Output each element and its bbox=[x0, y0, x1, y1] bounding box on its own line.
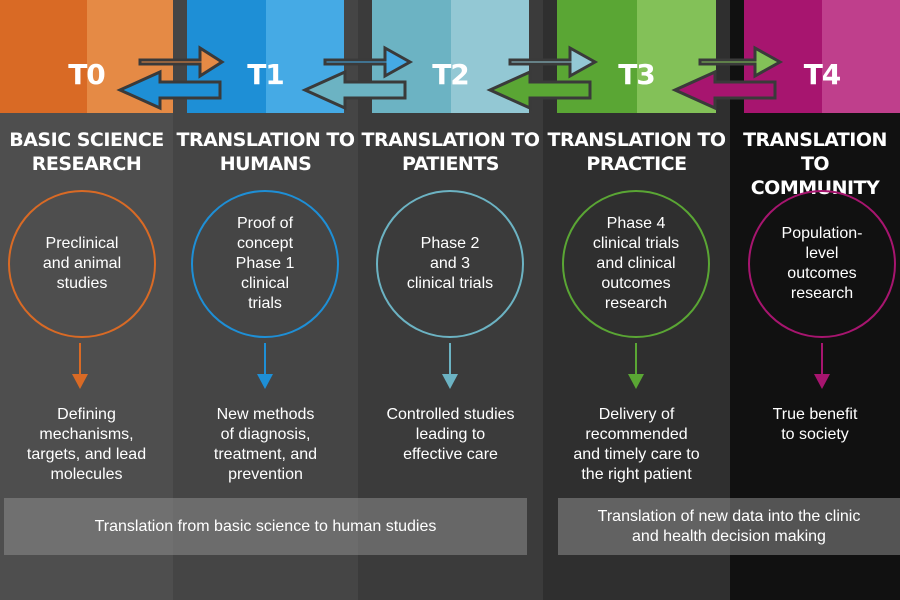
right-arrow-icon bbox=[698, 45, 784, 79]
stage-outcome: Delivery of recommended and timely care … bbox=[573, 406, 700, 483]
right-arrow-icon bbox=[138, 45, 225, 79]
stage-circle: Proof of concept Phase 1 clinical trials bbox=[191, 190, 339, 338]
double-arrow-icon-t0-t1 bbox=[116, 45, 225, 111]
down-arrow-line bbox=[264, 343, 266, 376]
stage-title: TRANSLATION TO HUMANS bbox=[176, 129, 355, 175]
down-arrow-icon bbox=[628, 374, 644, 389]
stage-label: T2 bbox=[432, 58, 470, 91]
stage-title: BASIC SCIENCE RESEARCH bbox=[9, 129, 164, 175]
stage-outcome: Controlled studies leading to effective … bbox=[386, 406, 515, 463]
stage-title: TRANSLATION TO PATIENTS bbox=[361, 129, 540, 175]
tab-dark-half bbox=[0, 0, 87, 113]
down-arrow-icon bbox=[257, 374, 273, 389]
down-arrow-line bbox=[821, 343, 823, 376]
translation-bar-data-to-clinic: Translation of new data into the clinic … bbox=[558, 498, 900, 555]
circle-text: Preclinical and animal studies bbox=[42, 235, 122, 292]
stage-tab-t4: T4 bbox=[744, 0, 900, 113]
down-arrow-icon bbox=[442, 374, 458, 389]
right-arrow-icon bbox=[508, 45, 599, 79]
stage-outcome: New methods of diagnosis, treatment, and… bbox=[213, 406, 318, 483]
down-arrow-line bbox=[449, 343, 451, 376]
stage-circle: Population- level outcomes research bbox=[748, 190, 896, 338]
stage-circle: Preclinical and animal studies bbox=[8, 190, 156, 338]
stage-outcome: Defining mechanisms, targets, and lead m… bbox=[26, 406, 147, 483]
down-arrow-icon bbox=[72, 374, 88, 389]
translation-bar-basic-to-human: Translation from basic science to human … bbox=[4, 498, 527, 555]
stage-label: T0 bbox=[68, 58, 106, 91]
right-arrow-icon bbox=[323, 45, 414, 79]
circle-text: Proof of concept Phase 1 clinical trials bbox=[235, 215, 295, 312]
double-arrow-icon-t2-t3 bbox=[486, 45, 599, 111]
left-arrow-icon bbox=[486, 69, 592, 111]
stage-circle: Phase 2 and 3 clinical trials bbox=[376, 190, 524, 338]
left-arrow-icon bbox=[116, 69, 222, 111]
circle-text: Phase 4 clinical trials and clinical out… bbox=[592, 215, 680, 312]
down-arrow-icon bbox=[814, 374, 830, 389]
stage-label: T4 bbox=[803, 58, 842, 91]
stage-label: T3 bbox=[618, 58, 656, 91]
left-arrow-icon bbox=[301, 69, 407, 111]
double-arrow-icon-t3-t4 bbox=[671, 45, 784, 111]
circle-text: Population- level outcomes research bbox=[781, 225, 863, 302]
down-arrow-line bbox=[635, 343, 637, 376]
circle-text: Phase 2 and 3 clinical trials bbox=[406, 235, 494, 292]
down-arrow-line bbox=[79, 343, 81, 376]
double-arrow-icon-t1-t2 bbox=[301, 45, 414, 111]
stage-title: TRANSLATION TO COMMUNITY bbox=[743, 129, 887, 199]
stage-label: T1 bbox=[247, 58, 285, 91]
tab-light-half bbox=[822, 0, 900, 113]
stage-outcome: True benefit to society bbox=[772, 406, 858, 443]
left-arrow-icon bbox=[671, 69, 777, 111]
stage-circle: Phase 4 clinical trials and clinical out… bbox=[562, 190, 710, 338]
stage-title: TRANSLATION TO PRACTICE bbox=[547, 129, 726, 175]
connector-arrows bbox=[116, 45, 784, 111]
